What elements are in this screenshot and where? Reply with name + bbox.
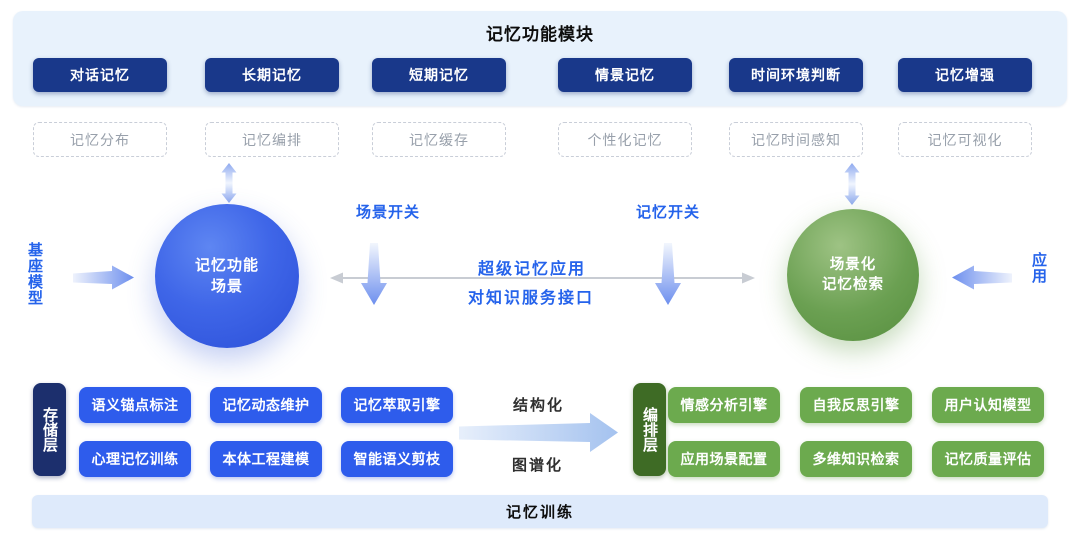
bus-label-top: 超级记忆应用: [478, 261, 587, 278]
storage-layer-tag: 存储层: [33, 383, 66, 476]
storage-node-ontology-modeling: 本体工程建模: [210, 441, 322, 477]
module-node-shortterm-memory: 短期记忆: [372, 58, 506, 92]
orch-node-multidim-retrieval: 多维知识检索: [800, 441, 912, 477]
orch-node-self-reflection: 自我反思引擎: [800, 387, 912, 423]
panel-title: 记忆功能模块: [486, 25, 594, 44]
transform-arrow-icon: [459, 413, 618, 452]
memory-function-panel: [13, 11, 1067, 106]
module-node-episodic-memory: 情景记忆: [558, 58, 692, 92]
module-node-time-env-judgment: 时间环境判断: [729, 58, 863, 92]
storage-node-dynamic-maintain: 记忆动态维护: [210, 387, 322, 423]
dashed-node-memory-visualize: 记忆可视化: [898, 122, 1032, 157]
orch-node-sentiment-engine: 情感分析引擎: [668, 387, 780, 423]
storage-node-semantic-anchor: 语义锚点标注: [79, 387, 191, 423]
arrow-base-model-icon: [73, 265, 134, 290]
module-node-longterm-memory: 长期记忆: [205, 58, 339, 92]
structuring-label: 结构化: [513, 397, 565, 414]
circle-text-line: 场景化: [829, 256, 877, 273]
dashed-node-memory-time-sense: 记忆时间感知: [729, 122, 863, 157]
memory-switch-label: 记忆开关: [636, 204, 701, 221]
application-label: 应用: [1030, 252, 1047, 284]
bus-arrowhead-left-icon: [330, 272, 343, 284]
orch-node-user-cognition: 用户认知模型: [932, 387, 1044, 423]
scene-switch-label: 场景开关: [356, 204, 421, 221]
circle-text-line: 场景: [210, 278, 243, 295]
circle-text-line: 记忆功能: [194, 257, 259, 274]
memory-switch-arrow-icon: [655, 243, 681, 305]
orchestration-layer-tag: 编排层: [633, 383, 666, 476]
dashed-node-memory-orchestrate: 记忆编排: [205, 122, 339, 157]
memory-training-bar: 记忆训练: [32, 495, 1048, 528]
bus-arrowhead-right-icon: [742, 272, 755, 284]
memory-function-scene-circle: 记忆功能 场景: [155, 204, 299, 348]
graphing-label: 图谱化: [512, 457, 564, 474]
scene-memory-retrieval-circle: 场景化 记忆检索: [787, 209, 919, 341]
module-node-dialog-memory: 对话记忆: [33, 58, 167, 92]
storage-node-extract-engine: 记忆萃取引擎: [341, 387, 453, 423]
dashed-node-memory-cache: 记忆缓存: [372, 122, 506, 157]
circle-text-line: 记忆检索: [822, 277, 884, 293]
dashed-node-memory-distribution: 记忆分布: [33, 122, 167, 157]
bus-label-bottom: 对知识服务接口: [468, 290, 595, 307]
storage-node-semantic-pruning: 智能语义剪枝: [341, 441, 453, 477]
module-node-memory-enhance: 记忆增强: [898, 58, 1032, 92]
arrow-application-icon: [952, 265, 1012, 290]
storage-node-psych-training: 心理记忆训练: [79, 441, 191, 477]
double-arrow-right-icon: [844, 163, 860, 205]
dashed-node-personalized-memory: 个性化记忆: [558, 122, 692, 157]
orch-node-quality-eval: 记忆质量评估: [932, 441, 1044, 477]
double-arrow-left-icon: [221, 163, 237, 203]
orch-node-scene-config: 应用场景配置: [668, 441, 780, 477]
base-model-label: 基座模型: [26, 242, 43, 306]
scene-switch-arrow-icon: [361, 243, 387, 305]
